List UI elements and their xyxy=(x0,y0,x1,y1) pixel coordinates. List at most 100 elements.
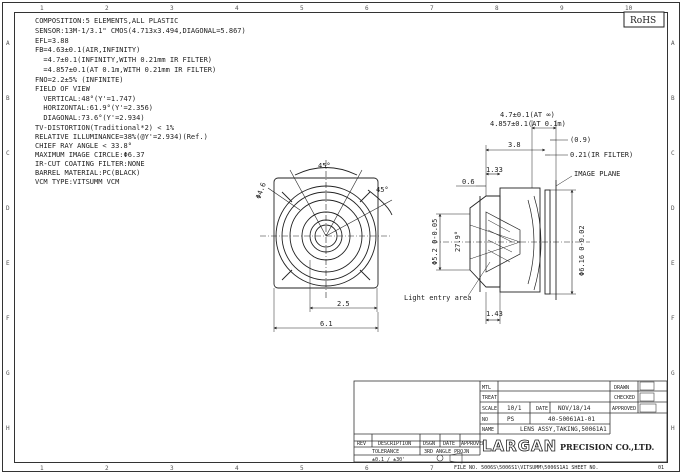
grid-letter: H xyxy=(671,425,675,432)
fov-label: 27.9° xyxy=(454,231,462,252)
spec-line: =4.857±0.1(AT 0.1m,WITH 0.21mm IR FILTER… xyxy=(35,66,216,74)
signature-drawn xyxy=(639,381,655,391)
angle-arc-right xyxy=(367,189,393,216)
spec-line: CHIEF RAY ANGLE < 33.8° xyxy=(35,142,132,150)
grid-letter: G xyxy=(671,370,675,377)
grid-letter: C xyxy=(6,150,10,157)
spec-line: TV-DISTORTION(Traditional*2) < 1% xyxy=(35,124,175,132)
grid-num: 2 xyxy=(105,465,109,472)
spec-line: HORIZONTAL:61.9°(Y'=2.356) xyxy=(35,104,153,112)
spec-line: =4.7±0.1(INFINITY,WITH 0.21mm IR FILTER) xyxy=(35,56,212,64)
top-grid-numbers: 1 2 3 4 5 6 7 8 9 10 xyxy=(40,5,633,12)
tb-name-value: LENS ASSY,TAKING,50061A1 xyxy=(520,426,607,433)
front-dim-outer-label: 6.1 xyxy=(320,320,333,328)
grid-letter: A xyxy=(6,40,10,47)
rohs-badge-box xyxy=(623,11,665,28)
tb-drawn-label: DRAWN xyxy=(614,385,629,391)
signature-checked xyxy=(639,392,655,402)
tb-dsgn-label: DSGN xyxy=(423,441,435,447)
grid-num: 7 xyxy=(430,465,434,472)
tb-tolerance-value: ±0.1 / ±30' xyxy=(372,457,405,463)
grid-num: 9 xyxy=(560,5,564,12)
lens-hatch-4 xyxy=(487,249,511,263)
front-angle-top-label: 45° xyxy=(318,162,331,170)
spec-list: COMPOSITION:5 ELEMENTS,ALL PLASTIC SENSO… xyxy=(35,17,246,186)
company-name: PRECISION CO.,LTD. xyxy=(560,442,654,452)
tb-treat-label: TREAT xyxy=(482,395,497,401)
tb-footer-text: FILE NO. 5006S\5006S1\VITSUMM\5006S1A1 S… xyxy=(454,465,599,471)
angle-leader-1 xyxy=(289,169,327,237)
bottom-grid-numbers: 1 2 3 4 5 6 7 xyxy=(40,465,434,472)
grid-num: 3 xyxy=(170,5,174,12)
rear-lens-curve-2 xyxy=(533,195,542,291)
tab-line-1 xyxy=(281,191,293,203)
tb-checked-label: CHECKED xyxy=(614,395,635,401)
rohs-badge: RoHS xyxy=(630,16,656,26)
grid-letter: D xyxy=(671,205,675,212)
projection-symbol xyxy=(436,452,463,464)
front-dim-inner-label: 2.5 xyxy=(337,300,350,308)
image-plane-label: IMAGE PLANE xyxy=(574,170,620,178)
tb-drawing-number: 40-50061A1-01 xyxy=(548,416,595,423)
tb-approved-label: APPROVED xyxy=(612,406,636,412)
grid-num: 6 xyxy=(365,5,369,12)
angle-leader-2 xyxy=(325,169,363,237)
spec-line: FNO=2.2±5% (INFINITE) xyxy=(35,76,124,84)
lens-hatch-2 xyxy=(487,229,513,243)
dia-leader xyxy=(267,187,301,211)
spec-line: EFL=3.88 xyxy=(35,37,69,45)
tb-date-label: DATE xyxy=(536,406,548,412)
spec-line: COMPOSITION:5 ELEMENTS,ALL PLASTIC xyxy=(35,17,178,25)
grid-letter: B xyxy=(671,95,675,102)
angle-arc-top xyxy=(294,167,358,176)
vcm-body-outline xyxy=(273,177,379,289)
image-plane-leader xyxy=(555,175,573,187)
barrel-body xyxy=(499,187,541,293)
ir-filter-label: 0.21(IR FILTER) xyxy=(570,151,633,159)
grid-num: 8 xyxy=(495,5,499,12)
tb-mtl-label: MTL xyxy=(482,385,491,391)
tb-no-label: NO xyxy=(482,417,488,423)
grid-letter: H xyxy=(6,425,10,432)
spec-line: DIAGONAL:73.6°(Y'=2.934) xyxy=(35,114,145,122)
tab-line-4 xyxy=(359,269,371,281)
grid-letter: G xyxy=(6,370,10,377)
grid-num: 5 xyxy=(300,465,304,472)
tb-name-label: NAME xyxy=(482,427,494,433)
front-view xyxy=(260,160,393,332)
inner-frame xyxy=(14,12,668,463)
light-entry-label: Light entry area xyxy=(404,294,471,302)
spec-line: VERTICAL:48°(Y'=1.747) xyxy=(35,95,136,103)
grid-num: 1 xyxy=(40,5,44,12)
optical-ray-bottom xyxy=(469,241,521,260)
grid-letter: B xyxy=(6,95,10,102)
spec-line: RELATIVE ILLUMINANCE=38%(@Y'=2.934)(Ref.… xyxy=(35,133,208,141)
tb-date-value: NOV/18/14 xyxy=(558,405,591,412)
grid-num: 4 xyxy=(235,465,239,472)
signature-approved xyxy=(639,403,657,413)
spec-line: FB=4.63±0.1(AIR,INFINITY) xyxy=(35,46,140,54)
dim-1-33-label: 1.33 xyxy=(486,166,503,174)
grid-num: 3 xyxy=(170,465,174,472)
spec-line: IR-CUT COATING FILTER:NONE xyxy=(35,160,145,168)
dim-1-43-label: 1.43 xyxy=(486,310,503,318)
side-grid-letters: A B C D E F G H A B C D E F G H xyxy=(6,40,675,432)
title-block-frame xyxy=(353,380,668,463)
spec-line: VCM TYPE:VITSUMM VCM xyxy=(35,178,119,186)
filter-gap-label: (0.9) xyxy=(570,136,591,144)
side-view xyxy=(432,120,590,324)
grid-num: 2 xyxy=(105,5,109,12)
optical-ray-top xyxy=(469,224,521,243)
light-entry-leader xyxy=(467,261,491,297)
front-angle-right-label: 45° xyxy=(376,186,389,194)
tab-line-2 xyxy=(359,191,371,203)
tb-no-value: PS xyxy=(507,416,515,423)
tb-scale-label: SCALE xyxy=(482,406,497,412)
grid-letter: E xyxy=(671,260,675,267)
spec-line: MAXIMUM IMAGE CIRCLE:Φ6.37 xyxy=(35,151,145,159)
tb-approved-col-label: APPROVED xyxy=(461,441,485,447)
grid-num: 7 xyxy=(430,5,434,12)
grid-num: 1 xyxy=(40,465,44,472)
angle-leader-3 xyxy=(325,199,393,237)
